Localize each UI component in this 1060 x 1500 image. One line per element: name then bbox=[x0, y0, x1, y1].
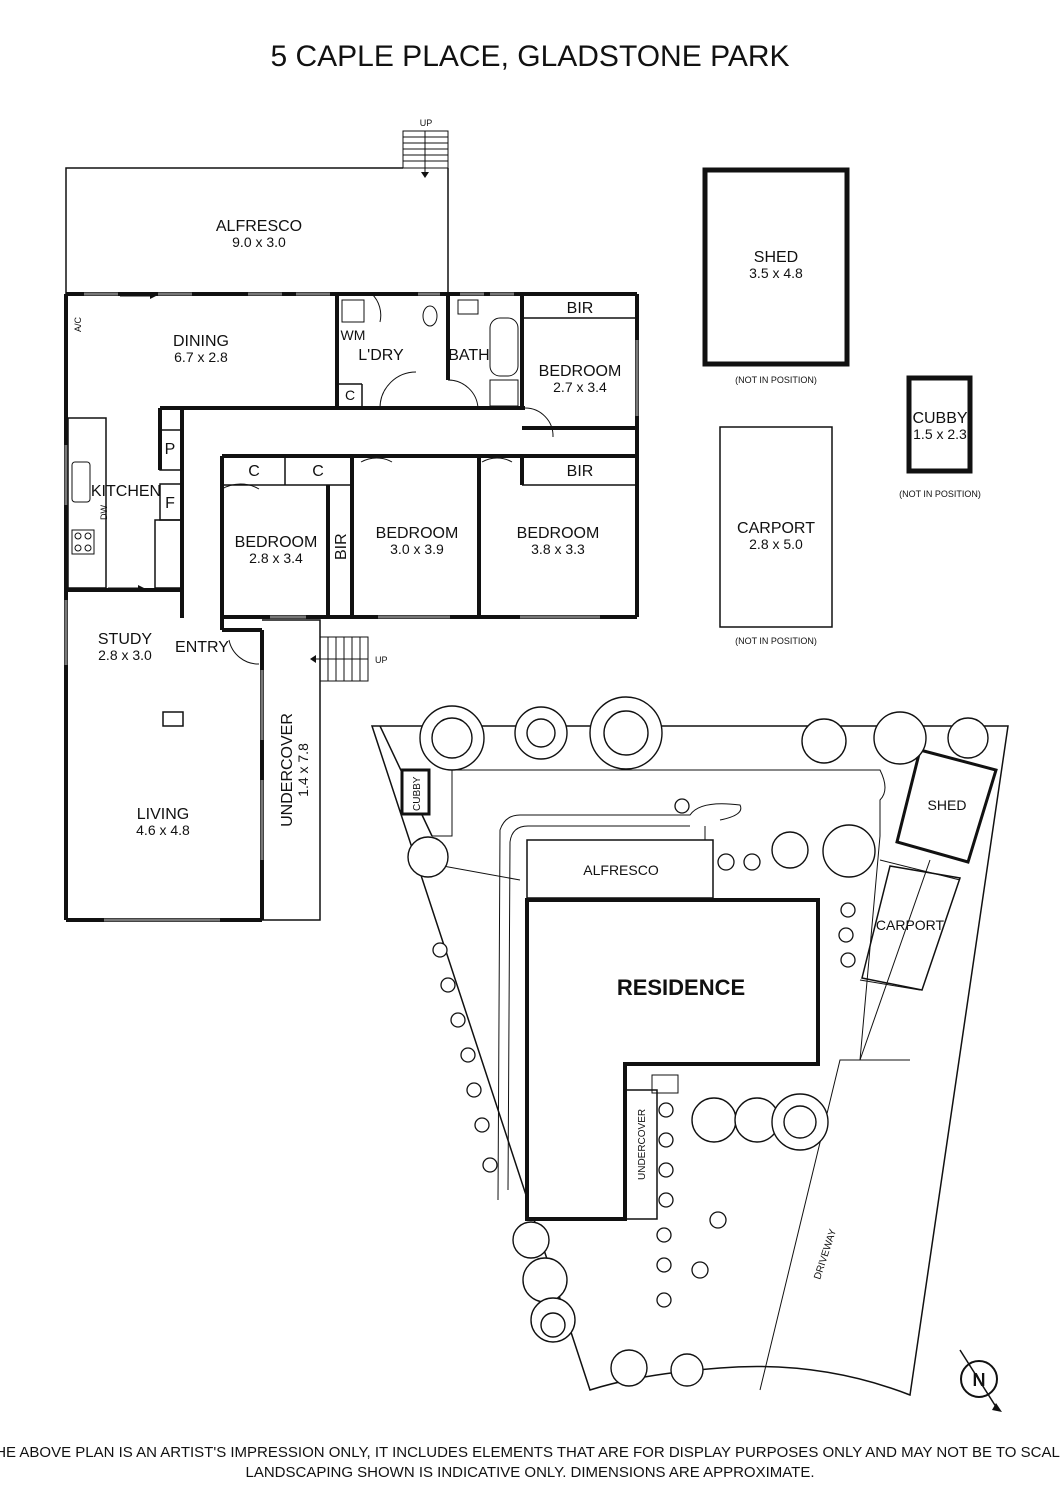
study-dim: 2.8 x 3.0 bbox=[98, 647, 152, 663]
alfresco-name: ALFRESCO bbox=[216, 218, 302, 235]
carport-outline bbox=[719, 426, 833, 628]
living-dim: 4.6 x 4.8 bbox=[136, 822, 190, 838]
undercover-dim: 1.4 x 7.8 bbox=[295, 743, 311, 797]
up-label-rear: UP bbox=[420, 118, 433, 128]
pantry-label: P bbox=[165, 441, 176, 458]
laundry-cupboard-label: C bbox=[345, 387, 355, 403]
carport-not-in-position: (NOT IN POSITION) bbox=[735, 636, 817, 646]
laundry-label: L'DRY bbox=[358, 347, 404, 364]
windows bbox=[64, 292, 639, 922]
cubby-outline bbox=[906, 375, 973, 474]
bedroom-3-dim: 3.8 x 3.3 bbox=[531, 541, 585, 557]
fridge-label: F bbox=[165, 495, 175, 512]
up-label-front: UP bbox=[375, 655, 388, 665]
fireplace-icon bbox=[162, 711, 184, 727]
bathroom-fixtures bbox=[341, 299, 519, 407]
bath-label: BATH bbox=[448, 347, 489, 364]
site-carport bbox=[861, 865, 961, 991]
kitchen-label: KITCHEN bbox=[91, 483, 161, 500]
study-name: STUDY bbox=[98, 631, 153, 648]
bir-label-w: BIR bbox=[333, 533, 350, 560]
ac-label: A/C bbox=[73, 316, 83, 332]
shed-dim: 3.5 x 4.8 bbox=[749, 265, 803, 281]
bir-label-e: BIR bbox=[567, 463, 594, 480]
door-swings bbox=[221, 293, 554, 665]
cupboard-2-label: C bbox=[312, 463, 324, 480]
bedroom-ne-name: BEDROOM bbox=[539, 363, 622, 380]
wm-label: WM bbox=[341, 327, 366, 343]
site-carport-label: CARPORT bbox=[876, 917, 945, 933]
site-steps bbox=[651, 1074, 679, 1094]
kitchen-fixtures bbox=[67, 417, 183, 589]
front-undercover bbox=[262, 619, 369, 921]
landscaping-trees bbox=[407, 696, 989, 1387]
shed-not-in-position: (NOT IN POSITION) bbox=[735, 375, 817, 385]
dining-name: DINING bbox=[173, 333, 229, 350]
rear-steps bbox=[402, 130, 449, 178]
north-arrow-icon bbox=[959, 1349, 1002, 1412]
disclaimer-line-1: THE ABOVE PLAN IS AN ARTIST'S IMPRESSION… bbox=[0, 1444, 1060, 1461]
cubby-dim: 1.5 x 2.3 bbox=[913, 426, 967, 442]
site-undercover-label: UNDERCOVER bbox=[637, 1109, 648, 1180]
bedroom-1-dim: 2.8 x 3.4 bbox=[249, 550, 303, 566]
site-undercover bbox=[624, 1089, 658, 1220]
bedroom-2-dim: 3.0 x 3.9 bbox=[390, 541, 444, 557]
site-residence-label: RESIDENCE bbox=[617, 975, 745, 1000]
site-alfresco-label: ALFRESCO bbox=[583, 862, 659, 878]
alfresco-dim: 9.0 x 3.0 bbox=[232, 234, 286, 250]
driveway-label: DRIVEWAY bbox=[812, 1228, 839, 1281]
sliding-arrows bbox=[108, 293, 156, 591]
bedroom-2-name: BEDROOM bbox=[376, 525, 459, 542]
dw-label: DW bbox=[99, 505, 109, 520]
cubby-not-in-position: (NOT IN POSITION) bbox=[899, 489, 981, 499]
undercover-name: UNDERCOVER bbox=[279, 713, 296, 827]
living-name: LIVING bbox=[137, 806, 189, 823]
disclaimer-line-2: LANDSCAPING SHOWN IS INDICATIVE ONLY. DI… bbox=[245, 1464, 814, 1481]
site-cubby-label: CUBBY bbox=[412, 776, 423, 811]
north-label: N bbox=[973, 1370, 986, 1390]
site-shed bbox=[895, 748, 998, 864]
bedroom-3-name: BEDROOM bbox=[517, 525, 600, 542]
bir-label-ne: BIR bbox=[567, 300, 594, 317]
site-residence bbox=[525, 898, 820, 1221]
garden-bed-path bbox=[497, 803, 742, 1201]
bedroom-ne-dim: 2.7 x 3.4 bbox=[553, 379, 607, 395]
carport-name: CARPORT bbox=[737, 520, 815, 537]
cupboard-1-label: C bbox=[248, 463, 260, 480]
entry-label: ENTRY bbox=[175, 639, 229, 656]
site-shed-label: SHED bbox=[928, 797, 967, 813]
shed-name: SHED bbox=[754, 249, 798, 266]
bedroom-1-name: BEDROOM bbox=[235, 534, 318, 551]
site-cubby bbox=[400, 768, 431, 816]
page-title: 5 CAPLE PLACE, GLADSTONE PARK bbox=[270, 40, 789, 73]
carport-dim: 2.8 x 5.0 bbox=[749, 536, 803, 552]
landscaping-shrubs bbox=[432, 798, 856, 1308]
dining-dim: 6.7 x 2.8 bbox=[174, 349, 228, 365]
shed-outline bbox=[702, 167, 850, 367]
cubby-name: CUBBY bbox=[912, 410, 967, 427]
